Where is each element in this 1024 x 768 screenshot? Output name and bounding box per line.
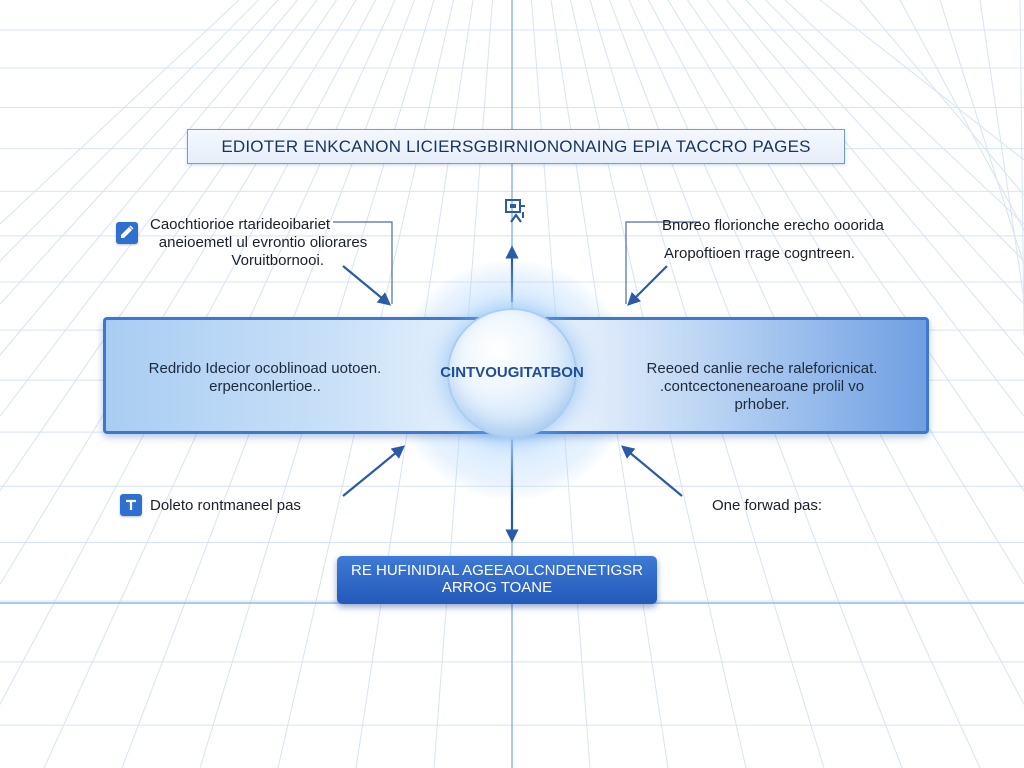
output-line: RE HUFINIDIAL AGEEAOLCNDENETIGSR: [350, 562, 643, 579]
grid-line: [899, 0, 1024, 231]
bracket-top-left: [333, 221, 393, 304]
band-left-line: Redrido Idecior ocoblinoad uotoen.: [148, 360, 382, 377]
output-line: ARROG TOANE: [441, 579, 553, 596]
text-icon: [120, 494, 142, 516]
note-top-right-line: Bnoreo florionche erecho ooorida: [662, 217, 884, 234]
arrow-top-left: [342, 265, 392, 306]
grid-line: [0, 0, 279, 305]
grid-line: [939, 0, 1024, 266]
band-right-line: prhober.: [734, 396, 790, 413]
note-bottom-left: Doleto rontmaneel pas: [150, 497, 301, 514]
network-icon: [505, 199, 525, 223]
grid-line: [784, 0, 1024, 225]
note-bottom-right: One forwad pas:: [712, 497, 823, 514]
center-label: CINTVOUGITATBON: [440, 364, 584, 381]
grid-line: [0, 0, 240, 225]
grid-line: [1019, 0, 1024, 336]
grid-line: [726, 0, 1024, 356]
grid-line: [706, 0, 1024, 417]
band-right-text: Reeoed canlie reche raleforicnicat. .con…: [612, 360, 912, 414]
grid-line: [765, 0, 1024, 262]
band-right-line: .contcectonenearoane prolil vo: [659, 378, 865, 395]
note-top-right-line: Aropoftioen rrage cogntreen.: [664, 245, 855, 262]
bracket-top-right: [625, 221, 700, 304]
note-top-right: Bnoreo florionche erecho ooorida Aropoft…: [662, 217, 932, 263]
diagram-title: EDIOTER ENKCANON LICIERSGBIRNIONONAING E…: [187, 129, 845, 164]
grid-line: [687, 0, 1024, 492]
grid-line: [0, 0, 337, 492]
grid-line: [0, 0, 318, 417]
grid-line: [745, 0, 1024, 305]
band-right-line: Reeoed canlie reche raleforicnicat.: [646, 360, 878, 377]
note-top-left-line: aneioemetl ul evrontio oliorares: [158, 234, 368, 251]
central-sphere: [447, 308, 577, 438]
arrow-bottom-right: [620, 445, 683, 497]
arrow-bottom-left: [342, 445, 406, 497]
grid-line: [859, 0, 1024, 196]
note-top-left-line: Caochtiorioe rtarideoibariet: [150, 216, 331, 233]
note-top-left-line: Voruitbornooi.: [231, 252, 324, 269]
grid-line: [979, 0, 1024, 301]
grid-line: [819, 0, 1024, 161]
pen-icon: [116, 222, 138, 244]
note-top-left: Caochtiorioe rtarideoibariet aneioemetl …: [148, 216, 378, 270]
arrow-top-right: [627, 265, 668, 306]
band-left-line: erpenconlertioe..: [209, 378, 321, 395]
band-left-text: Redrido Idecior ocoblinoad uotoen. erpen…: [120, 360, 410, 396]
grid-line: [0, 0, 259, 262]
grid-line: [0, 0, 298, 356]
output-box: RE HUFINIDIAL AGEEAOLCNDENETIGSR ARROG T…: [337, 556, 657, 604]
callout-brackets: [333, 221, 700, 304]
